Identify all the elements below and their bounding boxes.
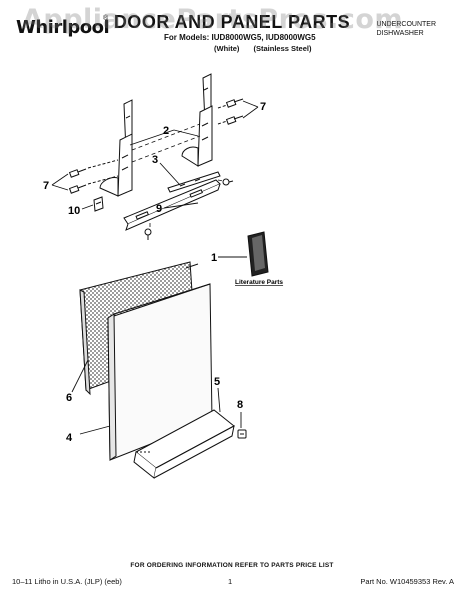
leader-lines: [51, 100, 259, 435]
page-number: 1: [228, 577, 233, 586]
page-title: DOOR AND PANEL PARTS: [113, 12, 351, 32]
appliance-type-line2: DISHWASHER: [376, 30, 424, 37]
toe-panel-fastener: [237, 429, 247, 439]
brand-logo: Whirlpool: [16, 17, 110, 38]
models-line: For Models: IUD8000WG5, IUD8000WG5: [164, 33, 316, 42]
literature-parts-label: Literature Parts: [235, 279, 283, 286]
upper-rail: [167, 171, 221, 193]
callout-10: 10: [68, 205, 80, 217]
callout-7-left: 7: [43, 180, 49, 192]
callout-8: 8: [237, 399, 243, 411]
variant-stainless: (Stainless Steel): [253, 44, 312, 53]
callout-4: 4: [66, 432, 73, 444]
bracket-screws: [144, 178, 234, 240]
registered-mark: ®: [103, 15, 109, 22]
right-door-bracket: [181, 73, 213, 167]
toe-panel: [133, 409, 235, 479]
screws-right: [217, 98, 244, 125]
door-panel: [107, 263, 213, 461]
ordering-note: FOR ORDERING INFORMATION REFER TO PARTS …: [130, 562, 334, 569]
literature-booklet: [247, 231, 269, 277]
appliance-type-line1: UNDERCOUNTER: [376, 21, 437, 28]
model-variants: (White) (Stainless Steel): [214, 44, 323, 53]
callout-6: 6: [66, 392, 72, 404]
callout-3: 3: [152, 154, 158, 166]
appliance-type: UNDERCOUNTER DISHWASHER: [377, 20, 437, 38]
callout-5: 5: [214, 376, 220, 388]
callout-2: 2: [163, 125, 169, 137]
clip-part: [93, 196, 104, 212]
callout-1: 1: [211, 252, 217, 264]
callout-7-right: 7: [260, 101, 266, 113]
left-door-bracket: [99, 99, 133, 197]
callout-9: 9: [156, 203, 162, 215]
part-number: Part No. W10459353 Rev. A: [360, 577, 454, 586]
variant-white: (White): [214, 44, 240, 53]
litho-line: 10–11 Litho in U.S.A. (JLP) (eeb): [12, 577, 122, 586]
screws-left: [68, 159, 119, 194]
